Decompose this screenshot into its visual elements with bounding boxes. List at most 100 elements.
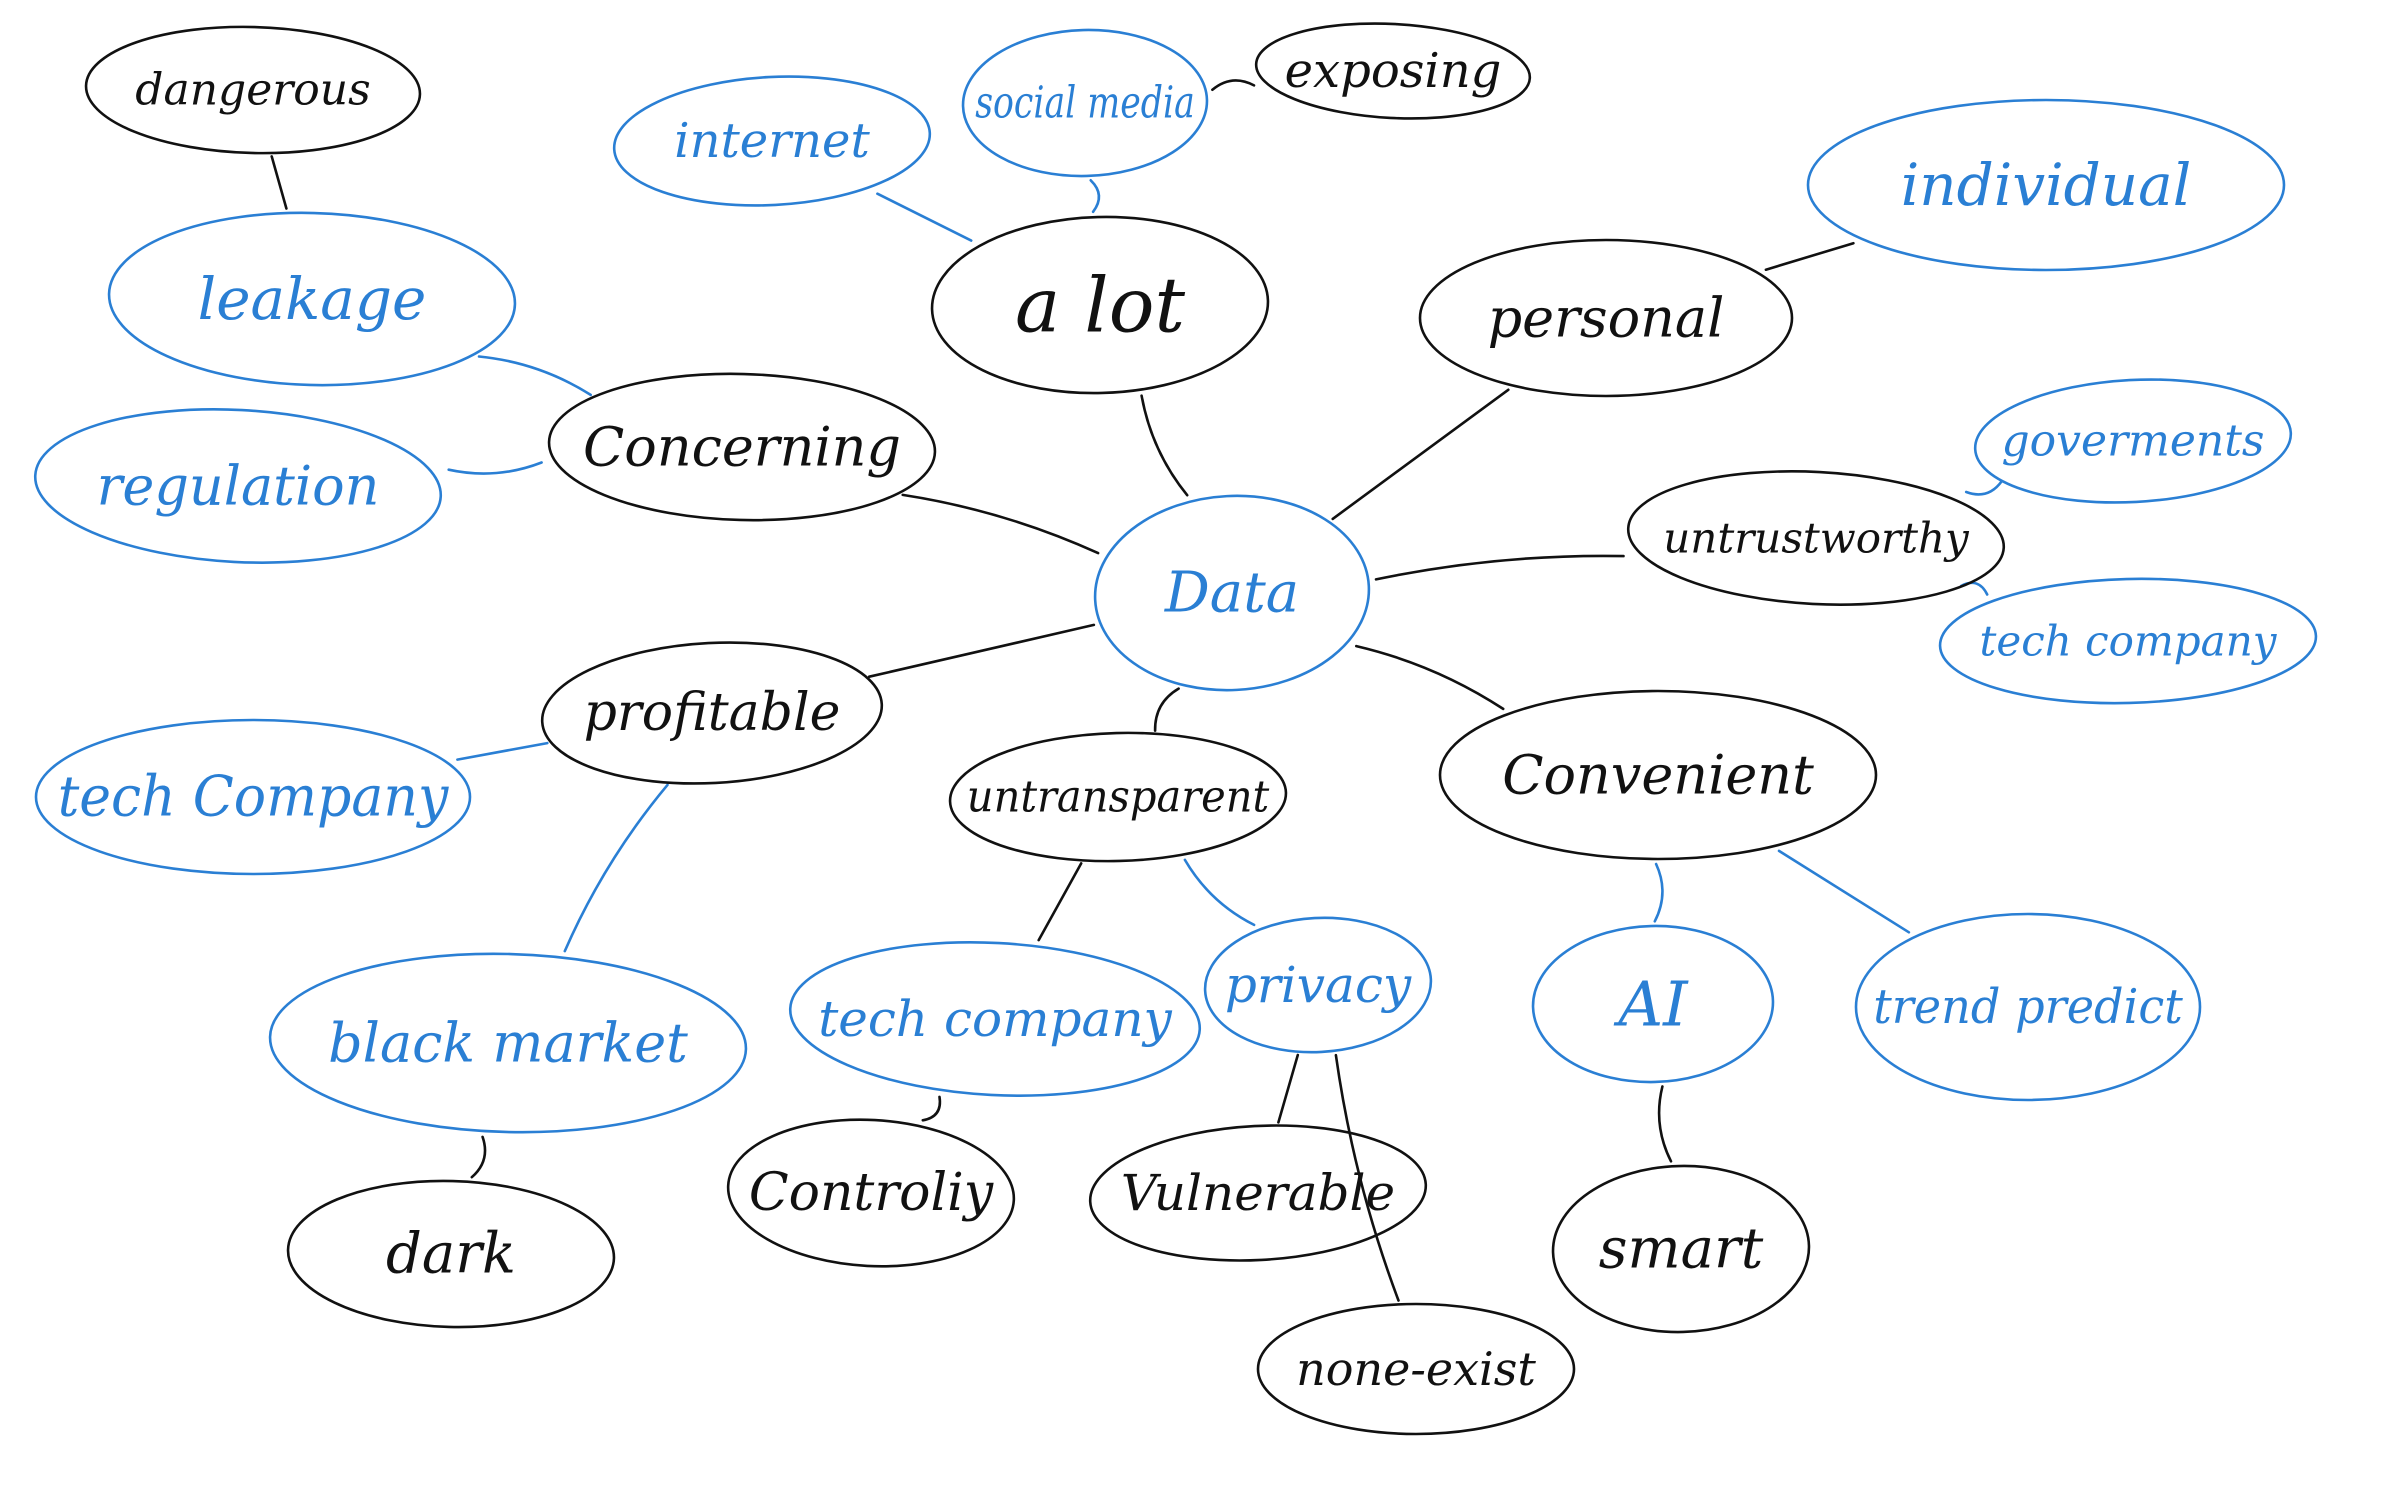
node-ai-label: AI bbox=[1613, 968, 1689, 1041]
edge-untransparent-to-tech-company-center bbox=[1037, 862, 1083, 942]
node-smart-outline bbox=[1551, 1164, 1811, 1334]
node-tech-company-left-label: tech Company bbox=[58, 765, 450, 830]
edges-layer bbox=[270, 79, 2003, 1302]
node-internet: internet bbox=[612, 75, 932, 207]
node-trend-predict-label: trend predict bbox=[1873, 979, 2183, 1035]
node-dangerous: dangerous bbox=[84, 25, 422, 155]
node-tech-company-right-outline bbox=[1938, 577, 2318, 705]
node-none-exist: none-exist bbox=[1256, 1302, 1576, 1436]
node-a-lot-label: a lot bbox=[1015, 261, 1186, 350]
node-controliy-label: Controliy bbox=[749, 1163, 994, 1223]
edge-ai-to-smart bbox=[1657, 1085, 1673, 1163]
node-data-label: Data bbox=[1164, 561, 1299, 626]
node-data: Data bbox=[1093, 494, 1371, 692]
edge-data-to-concerning bbox=[901, 493, 1100, 555]
edge-concerning-to-leakage bbox=[477, 355, 592, 397]
node-privacy-label: privacy bbox=[1225, 956, 1412, 1014]
node-controliy: Controliy bbox=[726, 1118, 1016, 1268]
node-tech-company-center: tech company bbox=[788, 941, 1202, 1097]
node-tech-company-right-label: tech company bbox=[1980, 617, 2278, 666]
node-dangerous-outline bbox=[84, 25, 422, 155]
node-black-market-label: black market bbox=[328, 1012, 688, 1075]
node-leakage: leakage bbox=[107, 211, 517, 387]
node-vulnerable-outline bbox=[1088, 1124, 1428, 1262]
node-untrustworthy-label: untrustworthy bbox=[1663, 514, 1970, 563]
node-untransparent-label: untransparent bbox=[967, 772, 1270, 823]
node-trend-predict: trend predict bbox=[1854, 912, 2202, 1102]
node-privacy-outline bbox=[1203, 916, 1433, 1054]
node-data-outline bbox=[1093, 494, 1371, 692]
node-untrustworthy: untrustworthy bbox=[1626, 470, 2006, 606]
node-goverments-label: goverments bbox=[2002, 416, 2265, 467]
edge-data-to-a-lot bbox=[1140, 394, 1189, 497]
edge-personal-to-individual bbox=[1764, 241, 1855, 271]
node-a-lot-outline bbox=[930, 215, 1270, 395]
edge-untrustworthy-to-goverments bbox=[1964, 479, 2003, 496]
node-smart: smart bbox=[1551, 1164, 1811, 1334]
edge-convenient-to-trend-predict bbox=[1777, 849, 1911, 934]
node-leakage-outline bbox=[107, 211, 517, 387]
node-tech-company-left: tech Company bbox=[34, 718, 472, 876]
edge-convenient-to-ai bbox=[1653, 862, 1664, 923]
edge-data-to-convenient bbox=[1355, 644, 1505, 711]
edge-privacy-to-vulnerable bbox=[1277, 1053, 1300, 1124]
edge-data-to-personal bbox=[1331, 388, 1510, 521]
node-personal-outline bbox=[1418, 238, 1794, 398]
edge-data-to-profitable bbox=[867, 623, 1096, 678]
node-regulation-outline bbox=[33, 408, 443, 564]
node-dark-label: dark bbox=[386, 1222, 516, 1287]
node-convenient-outline bbox=[1438, 689, 1878, 861]
node-regulation: regulation bbox=[33, 408, 443, 564]
node-ai: AI bbox=[1531, 924, 1775, 1084]
node-trend-predict-outline bbox=[1854, 912, 2202, 1102]
node-black-market: black market bbox=[268, 952, 748, 1134]
edge-profitable-to-tech-company-left bbox=[456, 741, 549, 761]
node-individual-label: individual bbox=[1901, 151, 2192, 219]
node-smart-label: smart bbox=[1599, 1217, 1764, 1282]
node-none-exist-label: none-exist bbox=[1296, 1342, 1536, 1396]
edge-data-to-untrustworthy bbox=[1374, 554, 1625, 581]
node-internet-outline bbox=[612, 75, 932, 207]
node-untransparent: untransparent bbox=[948, 731, 1288, 863]
node-social-media-label: social media bbox=[975, 78, 1195, 129]
node-personal-label: personal bbox=[1488, 287, 1725, 350]
edge-black-market-to-dark bbox=[470, 1135, 487, 1179]
node-goverments-outline bbox=[1973, 378, 2293, 504]
edge-untransparent-to-privacy bbox=[1183, 858, 1256, 927]
node-individual-outline bbox=[1806, 98, 2286, 272]
node-none-exist-outline bbox=[1256, 1302, 1576, 1436]
node-untrustworthy-outline bbox=[1626, 470, 2006, 606]
node-tech-company-center-outline bbox=[788, 941, 1202, 1097]
node-untransparent-outline bbox=[948, 731, 1288, 863]
node-regulation-label: regulation bbox=[97, 455, 380, 518]
node-social-media: social media bbox=[961, 28, 1209, 178]
node-dark-outline bbox=[286, 1179, 616, 1329]
node-internet-label: internet bbox=[674, 113, 870, 169]
node-exposing: exposing bbox=[1254, 22, 1532, 120]
node-vulnerable: Vulnerable bbox=[1088, 1124, 1428, 1262]
node-goverments: goverments bbox=[1973, 378, 2293, 504]
node-exposing-label: exposing bbox=[1285, 43, 1502, 99]
node-leakage-label: leakage bbox=[198, 265, 427, 333]
node-profitable-label: profitable bbox=[584, 683, 841, 743]
node-profitable: profitable bbox=[540, 641, 884, 785]
node-concerning: Concerning bbox=[547, 372, 937, 522]
edge-privacy-to-none-exist bbox=[1334, 1053, 1400, 1302]
edge-a-lot-to-social-media bbox=[1089, 179, 1101, 214]
node-concerning-label: Concerning bbox=[583, 416, 901, 479]
node-ai-outline bbox=[1531, 924, 1775, 1084]
edge-profitable-to-black-market bbox=[563, 783, 669, 953]
node-black-market-outline bbox=[268, 952, 748, 1134]
edge-tech-company-center-to-controliy bbox=[921, 1095, 942, 1122]
node-controliy-outline bbox=[726, 1118, 1016, 1268]
node-dark: dark bbox=[286, 1179, 616, 1329]
edge-concerning-to-regulation bbox=[447, 461, 543, 475]
node-social-media-outline bbox=[961, 28, 1209, 178]
node-dangerous-label: dangerous bbox=[135, 65, 370, 116]
node-vulnerable-label: Vulnerable bbox=[1121, 1164, 1395, 1222]
edge-a-lot-to-internet bbox=[876, 192, 973, 242]
node-tech-company-right: tech company bbox=[1938, 577, 2318, 705]
edge-data-to-untransparent bbox=[1153, 687, 1180, 732]
